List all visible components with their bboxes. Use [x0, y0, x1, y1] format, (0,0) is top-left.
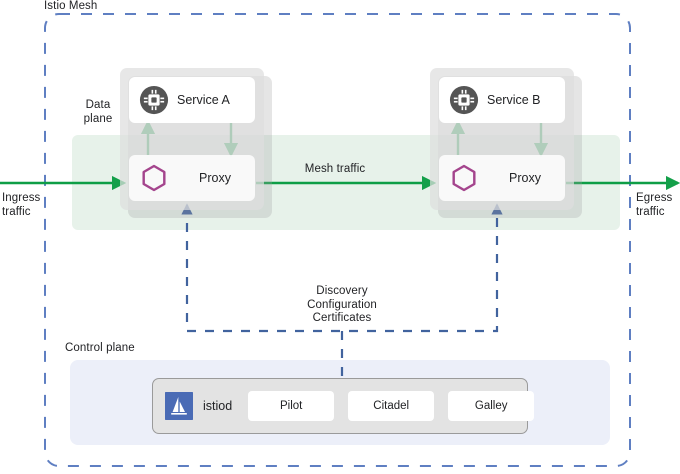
component-chip-label: Citadel	[373, 400, 410, 412]
hexagon-icon	[452, 164, 476, 192]
component-chip-pilot[interactable]: Pilot	[248, 391, 335, 421]
pod-service-b: Service B Proxy	[430, 68, 582, 218]
control-channel-label: Discovery Configuration Certificates	[307, 285, 377, 324]
component-chip-citadel[interactable]: Citadel	[348, 391, 435, 421]
proxy-a-card[interactable]: Proxy	[129, 155, 255, 201]
data-plane-label: Data plane	[83, 99, 113, 125]
cpu-chip-icon	[139, 85, 169, 115]
proxy-b-card[interactable]: Proxy	[439, 155, 565, 201]
component-chip-label: Galley	[474, 400, 508, 412]
egress-traffic-label: Egress traffic	[636, 192, 673, 218]
istiod-container: istiod Pilot Citadel Galley	[152, 378, 535, 434]
cpu-chip-icon	[449, 85, 479, 115]
hexagon-icon	[142, 164, 166, 192]
istiod-label: istiod	[203, 399, 233, 413]
service-a-card[interactable]: Service A	[129, 77, 255, 123]
proxy-a-label: Proxy	[199, 171, 231, 185]
mesh-traffic-label: Mesh traffic	[304, 163, 366, 175]
service-b-label: Service B	[487, 93, 541, 107]
component-chip-label: Pilot	[280, 400, 303, 412]
istio-mesh-title: Istio Mesh	[44, 0, 98, 12]
pod-service-a: Service A Proxy	[120, 68, 272, 218]
service-a-label: Service A	[177, 93, 230, 107]
component-chip-galley[interactable]: Galley	[448, 391, 535, 421]
proxy-b-label: Proxy	[509, 171, 541, 185]
istio-sailboat-icon	[165, 392, 193, 420]
ingress-traffic-label: Ingress traffic	[2, 192, 41, 218]
control-plane-label: Control plane	[65, 342, 135, 354]
service-b-card[interactable]: Service B	[439, 77, 565, 123]
